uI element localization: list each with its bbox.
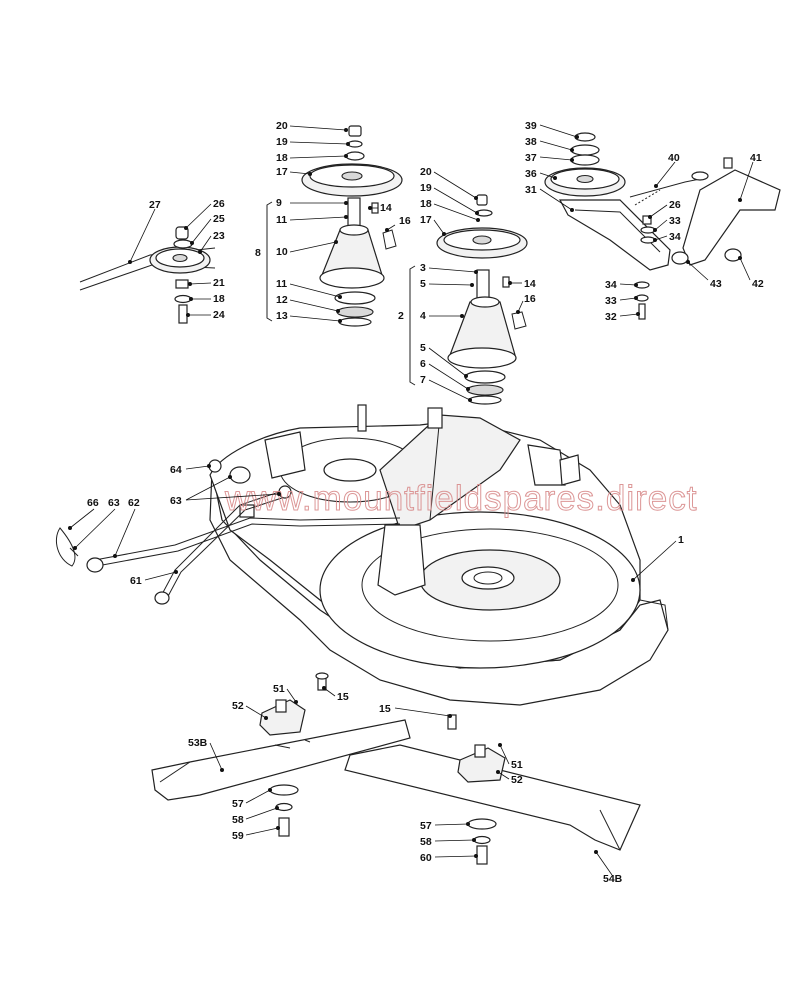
- callout-15-upper: 15: [337, 691, 349, 703]
- callout-12: 12: [276, 294, 288, 306]
- callout-18: 18: [276, 152, 288, 164]
- callout-40: 40: [668, 152, 680, 164]
- callout-64: 64: [170, 464, 182, 476]
- callout-10: 10: [276, 246, 288, 258]
- callout-57-right: 57: [420, 820, 432, 832]
- left-idler-pulley: [79, 226, 216, 324]
- callout-18-right: 18: [420, 198, 432, 210]
- callout-18-left: 18: [213, 293, 225, 305]
- callout-61: 61: [130, 575, 142, 587]
- callout-27: 27: [149, 199, 161, 211]
- callout-66: 66: [87, 497, 99, 509]
- callout-58-left: 58: [232, 814, 244, 826]
- callout-59: 59: [232, 830, 244, 842]
- callout-14-left: 14: [380, 202, 392, 214]
- callout-17-right: 17: [420, 214, 432, 226]
- callout-17: 17: [276, 166, 288, 178]
- callout-38: 38: [525, 136, 537, 148]
- watermark: www.mountfieldspares.direct: [224, 479, 697, 518]
- callout-6: 6: [420, 358, 426, 370]
- callout-11-top: 11: [276, 214, 287, 226]
- callout-63-left: 63: [108, 497, 120, 509]
- group-brackets: [266, 201, 416, 386]
- callout-31: 31: [525, 184, 537, 196]
- callout-52-right: 52: [511, 774, 523, 786]
- callout-11-bottom: 11: [276, 278, 287, 290]
- callout-33-bottom: 33: [605, 295, 617, 307]
- callout-14-right: 14: [524, 278, 536, 290]
- callout-43: 43: [710, 278, 722, 290]
- callout-63-right: 63: [170, 495, 182, 507]
- tension-arm-assembly: [544, 132, 781, 320]
- callout-51-left: 51: [273, 683, 285, 695]
- callout-54B: 54B: [603, 873, 623, 885]
- callout-36: 36: [525, 168, 537, 180]
- callout-4: 4: [420, 310, 426, 322]
- callout-62: 62: [128, 497, 140, 509]
- callout-42: 42: [752, 278, 764, 290]
- callout-41: 41: [750, 152, 762, 164]
- callout-8: 8: [255, 247, 261, 259]
- callout-5-bottom: 5: [420, 342, 426, 354]
- callout-26-right: 26: [669, 199, 681, 211]
- callout-24: 24: [213, 309, 225, 321]
- callout-20-right: 20: [420, 166, 432, 178]
- callout-3: 3: [420, 262, 426, 274]
- callout-1: 1: [678, 534, 684, 546]
- spindle-assembly-right: [436, 194, 528, 405]
- mower-deck: [209, 404, 669, 706]
- callout-23: 23: [213, 230, 225, 242]
- callout-60: 60: [420, 852, 432, 864]
- callout-25: 25: [213, 213, 225, 225]
- callouts: 20 19 18 17 9 11 10 8 11 12 13 14 16 27 …: [68, 120, 764, 885]
- callout-7: 7: [420, 374, 426, 386]
- callout-32: 32: [605, 311, 617, 323]
- callout-9: 9: [276, 197, 282, 209]
- callout-52-left: 52: [232, 700, 244, 712]
- callout-26-left: 26: [213, 198, 225, 210]
- callout-19: 19: [276, 136, 288, 148]
- callout-51-right: 51: [511, 759, 523, 771]
- callout-58-right: 58: [420, 836, 432, 848]
- callout-37: 37: [525, 152, 537, 164]
- callout-21: 21: [213, 277, 225, 289]
- callout-15-lower: 15: [379, 703, 391, 715]
- cutting-blades: [151, 672, 641, 865]
- callout-16-right: 16: [524, 293, 536, 305]
- callout-20: 20: [276, 120, 288, 132]
- callout-34-top: 34: [669, 231, 681, 243]
- callout-13: 13: [276, 310, 288, 322]
- callout-57-left: 57: [232, 798, 244, 810]
- callout-16-left: 16: [399, 215, 411, 227]
- callout-53B: 53B: [188, 737, 208, 749]
- callout-5-top: 5: [420, 278, 426, 290]
- callout-19-right: 19: [420, 182, 432, 194]
- callout-33-top: 33: [669, 215, 681, 227]
- callout-39: 39: [525, 120, 537, 132]
- linkage-rods: [56, 459, 401, 605]
- spindle-assembly-left: [301, 125, 403, 327]
- callout-34-bottom: 34: [605, 279, 617, 291]
- callout-2: 2: [398, 310, 404, 322]
